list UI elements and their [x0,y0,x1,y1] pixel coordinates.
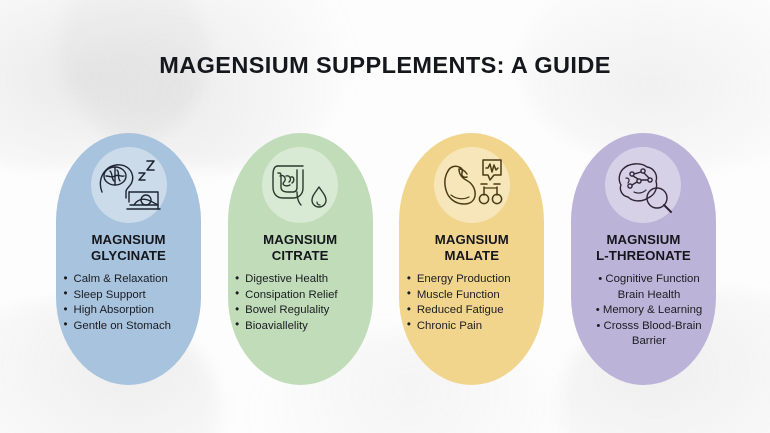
card-title-line1: MAGNSIUM [434,232,509,247]
intestine-digestion-icon [267,154,333,216]
brain-magnifier-icon [610,154,676,216]
benefit-item: Bioaviallelity [234,318,366,335]
card-title-line2: CITRATE [271,247,329,263]
card-title-line2: MALATE [444,247,500,263]
benefit-item: • Cognitive Function [598,273,700,285]
benefit-item-continuation: Brain Health [577,288,709,304]
supplement-card-malate: MAGNSIUM MALATE Energy Production Muscle… [399,133,545,385]
benefit-item: Consipation Relief [234,287,366,304]
benefit-list: Calm & Relaxation Sleep Support High Abs… [63,272,195,334]
benefit-text: Memory & Learning [602,304,703,317]
supplement-card-row: MAGNSIUM GLYCINATE Calm & Relaxation Sle… [56,133,716,385]
page-title: MAGENSIUM SUPPLEMENTS: A GUIDE [159,52,611,78]
card-icon-container [605,147,682,223]
icon-disc [262,147,339,223]
benefit-list: Digestive Health Consipation Relief Bowe… [234,272,366,334]
benefit-item: Sleep Support [63,287,195,304]
benefit-item: • Crosss Blood-Brain [596,319,702,332]
card-title-line2: L-THREONATE [596,247,691,263]
card-icon-container [433,147,510,223]
supplement-card-l-threonate: MAGNSIUM L-THREONATE • Cognitive Functio… [570,133,716,385]
card-icon-container [90,147,167,223]
benefit-text: Barrier [631,335,667,348]
card-title-line1: MAGNSIUM [606,232,681,247]
benefit-item: Gentle on Stomach [63,318,195,335]
card-title: MAGNSIUM L-THREONATE [596,232,691,263]
card-title: MAGNSIUM MALATE [435,232,509,263]
benefit-item: Chronic Pain [406,318,538,335]
benefit-item-continuation: Barrier [577,334,709,350]
benefit-item: Reduced Fatigue [406,303,538,319]
benefit-item: High Absorption [63,303,195,319]
card-title-line1: MAGNSIUM [91,232,166,247]
flexed-bicep-energy-icon [439,154,505,216]
supplement-card-citrate: MAGNSIUM CITRATE Digestive Health Consip… [227,133,373,385]
card-title: MAGNSIUM GLYCINATE [91,232,166,263]
brain-sleep-icon [96,154,162,216]
benefit-list: • Cognitive Function Brain Health • Memo… [577,272,709,350]
benefit-item: Calm & Relaxation [63,272,195,288]
card-title-line2: GLYCINATE [91,247,166,263]
card-title-line1: MAGNSIUM [263,232,338,247]
supplement-card-glycinate: MAGNSIUM GLYCINATE Calm & Relaxation Sle… [56,133,201,385]
benefit-item: Energy Production [406,272,538,288]
benefit-text: Crosss Blood-Brain [603,319,702,332]
benefit-item: • Memory & Learning [595,304,703,317]
benefit-item: Bowel Regulality [234,303,366,319]
card-title: MAGNSIUM CITRATE [263,232,337,263]
card-icon-container [262,147,339,223]
icon-disc [90,147,167,223]
benefit-item: Digestive Health [234,272,366,288]
benefit-item: Muscle Function [406,287,538,304]
benefit-list: Energy Production Muscle Function Reduce… [406,272,538,334]
benefit-text: Brain Health [617,288,681,301]
benefit-text: Cognitive Function [605,273,700,285]
